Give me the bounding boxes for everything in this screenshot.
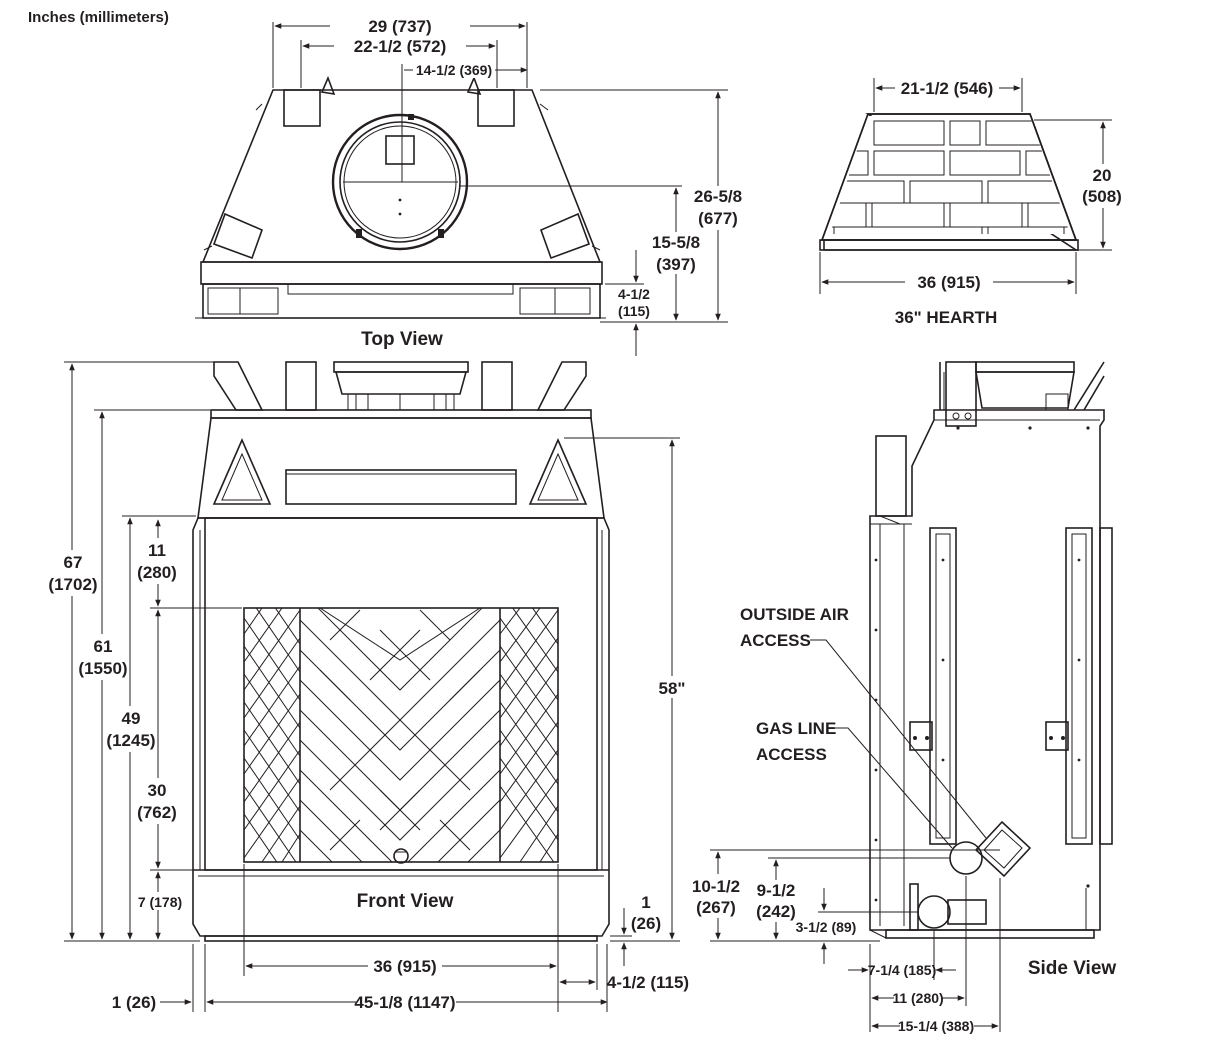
side-h1-label: 10-1/2 — [692, 877, 740, 896]
top-view-dimensions: 29 (737) 22-1/2 (572) 14-1/2 (369) 26-5/… — [272, 16, 748, 356]
hearth-dimensions: 21-1/2 (546) 20 (508) 36 (915) 36" HEART… — [819, 78, 1126, 327]
side-view-dimensions: 10-1/2 (267) 9-1/2 (242) 3-1/2 (89) 7-1/… — [690, 849, 1117, 1035]
opening-height-mm-label: (762) — [137, 803, 177, 822]
top-to-opening-label: 11 — [148, 541, 166, 560]
side-view-callouts: OUTSIDE AIR ACCESS GAS LINE ACCESS — [740, 605, 987, 849]
top-inner-width-label: 22-1/2 (572) — [354, 37, 447, 56]
top-half-width-label: 14-1/2 (369) — [416, 62, 492, 78]
left-offset-label: 1 (26) — [112, 993, 156, 1012]
base-offset-mm-label: (26) — [631, 914, 661, 933]
base-offset-label: 1 — [641, 893, 650, 912]
overall-height-label: 58" — [659, 679, 686, 698]
side-offset-label: 4-1/2 (115) — [607, 973, 689, 992]
front-view-dimensions: 67 (1702) 61 (1550) 49 (1245) 11 (280) 3… — [46, 361, 692, 1012]
side-w2-label: 11 (280) — [892, 990, 943, 1006]
gas-line-label-line1: GAS LINE — [756, 719, 836, 738]
hearth-title: 36" HEARTH — [895, 308, 998, 327]
side-h1-mm-label: (267) — [696, 898, 736, 917]
hearth-bottom-width-label: 36 (915) — [917, 273, 980, 292]
units-note: Inches (millimeters) — [28, 9, 169, 26]
side-h3-label: 3-1/2 (89) — [796, 919, 857, 935]
top-view-title: Top View — [361, 329, 443, 350]
top-depth-a-mm-label: (677) — [698, 209, 738, 228]
hearth-top-width-label: 21-1/2 (546) — [901, 79, 994, 98]
side-w3-label: 15-1/4 (388) — [898, 1018, 974, 1034]
top-depth-a-label: 26-5/8 — [694, 187, 742, 206]
top-depth-b-mm-label: (397) — [656, 255, 696, 274]
body-height-mm-label: (1550) — [78, 659, 127, 678]
top-depth-c-label: 4-1/2 — [618, 286, 650, 302]
hearth-view — [819, 113, 1079, 251]
frame-height-label: 49 — [122, 709, 141, 728]
side-h2-mm-label: (242) — [756, 902, 796, 921]
total-height-mm-label: (1702) — [48, 575, 97, 594]
side-h2-label: 9-1/2 — [757, 881, 796, 900]
side-w1-label: 7-1/4 (185) — [868, 962, 936, 978]
top-overall-width-label: 29 (737) — [368, 17, 431, 36]
front-view-title: Front View — [357, 891, 454, 912]
opening-height-label: 30 — [148, 781, 167, 800]
total-height-label: 67 — [64, 553, 83, 572]
side-view-title: Side View — [1028, 958, 1117, 979]
top-depth-b-label: 15-5/8 — [652, 233, 700, 252]
body-height-label: 61 — [94, 637, 113, 656]
outside-air-label-line2: ACCESS — [740, 631, 811, 650]
top-to-opening-mm-label: (280) — [137, 563, 177, 582]
outside-air-label-line1: OUTSIDE AIR — [740, 605, 849, 624]
hearth-height-mm-label: (508) — [1082, 187, 1122, 206]
top-view — [195, 75, 606, 319]
hearth-height-label: 20 — [1093, 166, 1112, 185]
opening-width-label: 36 (915) — [373, 957, 436, 976]
top-depth-c-mm-label: (115) — [618, 303, 650, 319]
front-view: Front View — [192, 361, 610, 942]
base-height-label: 7 (178) — [138, 894, 182, 910]
frame-height-mm-label: (1245) — [106, 731, 155, 750]
gas-line-label-line2: ACCESS — [756, 745, 827, 764]
overall-width-label: 45-1/8 (1147) — [354, 993, 455, 1012]
side-view — [869, 361, 1113, 939]
